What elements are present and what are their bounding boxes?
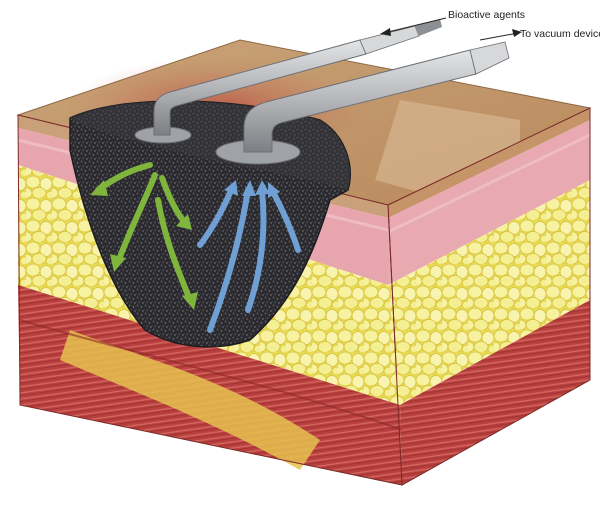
vacuum-pointer-line bbox=[480, 33, 518, 40]
vacuum-device-label: To vacuum device bbox=[520, 29, 600, 40]
bioactive-agents-label: Bioactive agents bbox=[448, 10, 525, 21]
